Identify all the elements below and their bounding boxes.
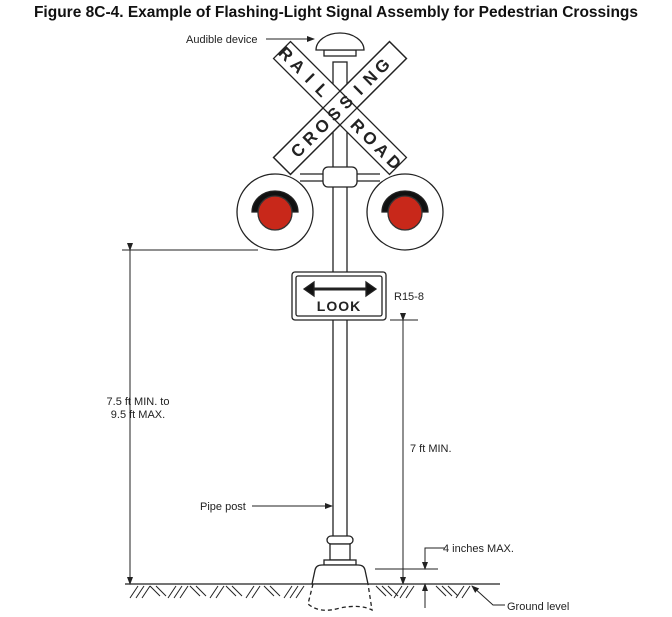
figure-title: Figure 8C-4. Example of Flashing-Light S… [33, 4, 639, 21]
pole-base [307, 535, 373, 612]
label-height-range-line2: 9.5 ft MAX. [111, 409, 165, 421]
label-height-range-line1: 7.5 ft MIN. to [107, 396, 170, 408]
look-sign [291, 271, 387, 321]
label-pipe-post: Pipe post [200, 501, 246, 513]
label-min-height: 7 ft MIN. [410, 443, 452, 455]
label-foundation: 4 inches MAX. [443, 543, 514, 555]
label-ground-level: Ground level [507, 601, 569, 613]
look-sign-text: LOOK [317, 298, 361, 314]
bracket-box [322, 166, 358, 188]
dimension-lines [122, 36, 505, 608]
label-sign-code: R15-8 [394, 291, 424, 303]
label-audible-device: Audible device [186, 34, 258, 46]
ground-hatching [129, 585, 471, 599]
crossbuck-sign [272, 40, 408, 176]
flashing-light-left [236, 173, 314, 251]
flashing-light-right [366, 173, 444, 251]
audible-device [315, 32, 365, 57]
